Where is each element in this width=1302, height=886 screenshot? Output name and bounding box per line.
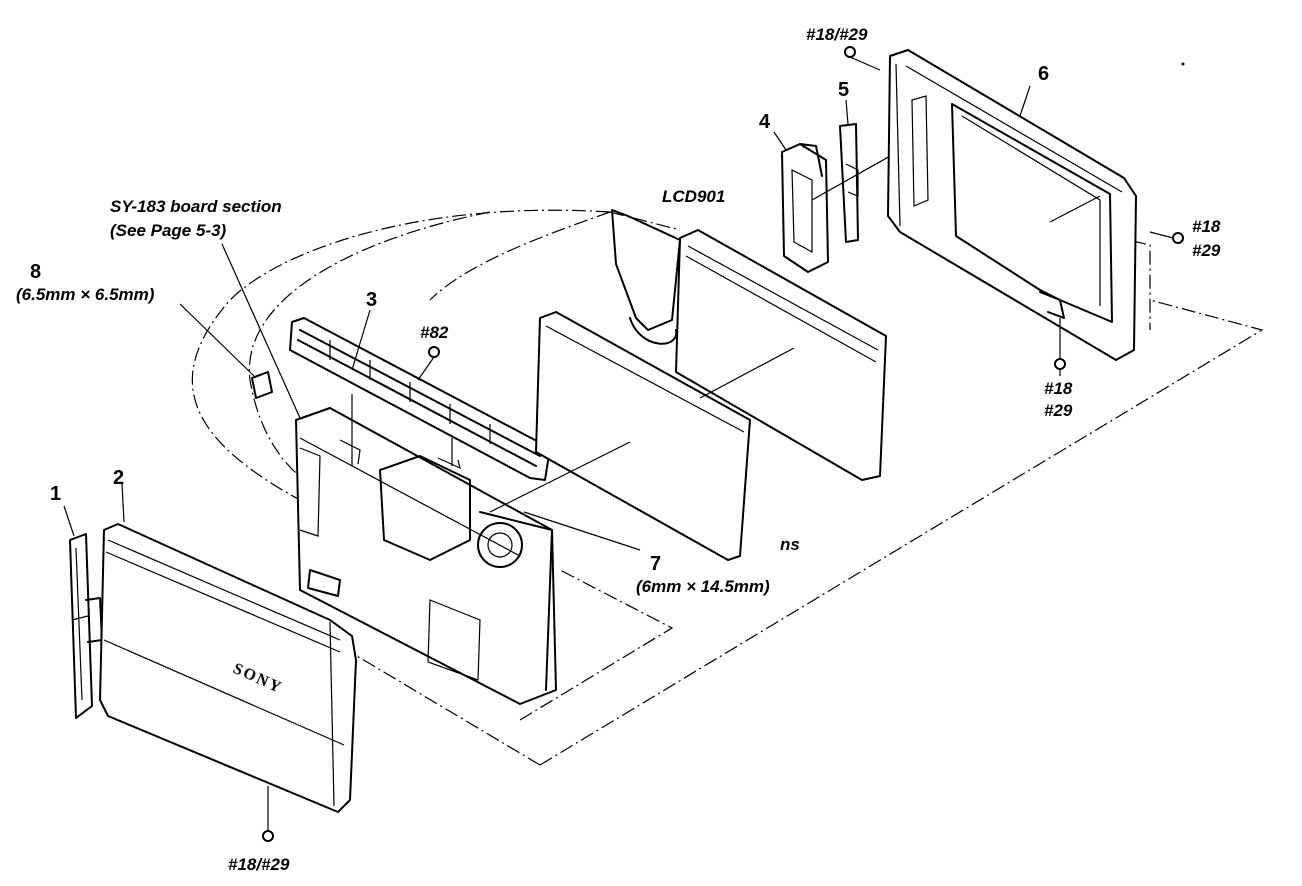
screw-icon	[1054, 358, 1066, 376]
sy183-label: SY-183 board section	[110, 197, 282, 216]
screw-label-bottom-b: #29	[1044, 401, 1073, 420]
screw-label-bottom-a: #18	[1044, 379, 1073, 398]
screw-icon	[262, 786, 274, 842]
part-3-top-bar	[289, 309, 551, 481]
part-8-size: (6.5mm × 6.5mm)	[16, 285, 155, 304]
part-lcd901	[611, 209, 887, 481]
main-chassis	[295, 394, 557, 705]
screw-label-front: #18/#29	[228, 855, 290, 874]
part-1-side-cover	[63, 505, 103, 719]
part-2-front-cover: SONY	[99, 483, 357, 813]
sy183-leader	[221, 243, 301, 419]
lcd901-label: LCD901	[662, 187, 725, 206]
callout-4: 4	[759, 111, 771, 133]
callout-5: 5	[838, 79, 849, 101]
part-8-square	[179, 303, 273, 399]
part-4-bracket	[773, 131, 829, 273]
screw-icon	[844, 46, 881, 71]
callout-3: 3	[366, 289, 377, 311]
screw-label-right-b: #29	[1192, 241, 1221, 260]
screw-label-right-a: #18	[1192, 217, 1221, 236]
part-6-rear-cabinet	[887, 49, 1137, 361]
screw-icon	[417, 346, 440, 381]
screw-icon	[1149, 231, 1184, 244]
callout-6: 6	[1038, 63, 1049, 85]
stray-dot	[1181, 62, 1185, 66]
ns-label: ns	[780, 535, 800, 554]
part-7-size: (6mm × 14.5mm)	[636, 577, 770, 596]
sy183-see-page: (See Page 5-3)	[110, 221, 227, 240]
screw-label-frame: #82	[420, 323, 449, 342]
part-ns-glass-panel	[489, 311, 751, 561]
callout-1: 1	[50, 483, 61, 505]
callout-7: 7	[650, 553, 661, 575]
screw-label-top: #18/#29	[806, 25, 868, 44]
callout-2: 2	[113, 467, 124, 489]
part-7-leader	[523, 511, 641, 551]
callout-8: 8	[30, 261, 41, 283]
